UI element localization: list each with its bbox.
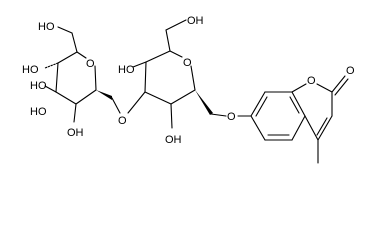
label-o-ring-right: O: [183, 57, 192, 69]
label-oh-left-bottom: OH: [67, 127, 84, 139]
label-ho-ch2-left: HO: [38, 21, 55, 33]
label-ho-left-lower: HO: [30, 106, 47, 118]
structure-diagram: HO HO HO HO O OH O HO OH O OH O O O: [22, 15, 355, 164]
label-ho-left-upper: HO: [22, 64, 39, 76]
coumarin-ring: [237, 75, 349, 164]
label-o-carbonyl: O: [346, 65, 355, 77]
structure-canvas: HO HO HO HO O OH O HO OH O OH O O O: [22, 15, 355, 164]
label-oh-right-bottom: OH: [165, 134, 182, 146]
label-o-glycosidic: O: [118, 115, 127, 127]
label-ho-left-middle: HO: [30, 80, 47, 92]
glucose-ring-left: [44, 26, 121, 123]
glucose-ring-right: [127, 19, 227, 129]
label-ho-right-upper: HO: [118, 64, 135, 76]
label-o-coumarin-ring: O: [307, 75, 316, 87]
label-o-aryl: O: [227, 111, 236, 123]
label-oh-ch2-right: OH: [187, 15, 204, 27]
label-o-ring-left: O: [86, 58, 95, 70]
